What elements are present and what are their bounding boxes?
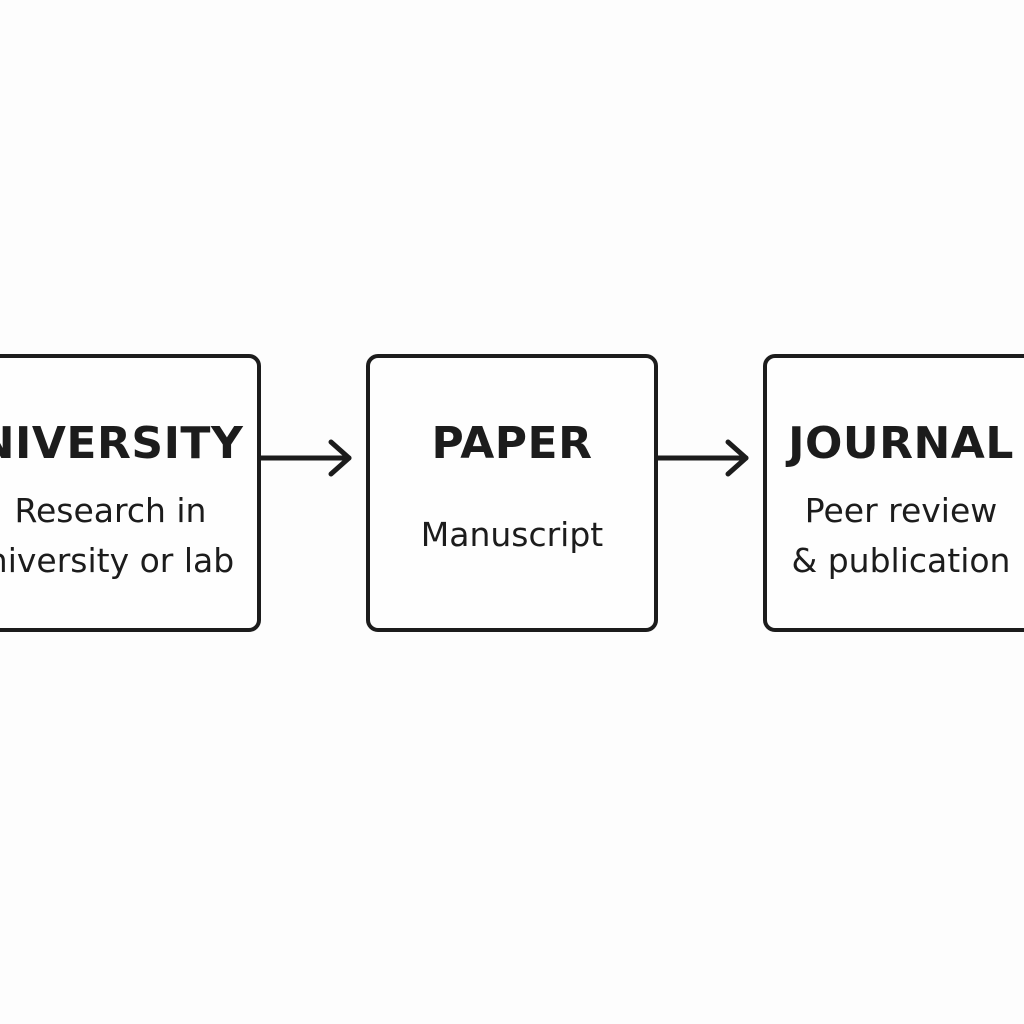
journal-node: JOURNAL Peer review & publication xyxy=(763,354,1024,632)
paper-node: PAPER Manuscript xyxy=(366,354,658,632)
university-description-line-1: Research in xyxy=(14,491,207,530)
university-title: NIVERSITY xyxy=(0,418,244,469)
university-description-line-2: niversity or lab xyxy=(0,541,235,580)
arrow-university-to-paper xyxy=(258,439,352,477)
journal-description-line-1: Peer review xyxy=(804,491,998,530)
university-node: NIVERSITY Research in niversity or lab xyxy=(0,354,261,632)
journal-description-line-2: & publication xyxy=(791,541,1011,580)
paper-description: Manuscript xyxy=(420,515,604,554)
arrow-paper-to-journal xyxy=(655,439,749,477)
paper-title: PAPER xyxy=(431,418,593,469)
university-description: Research in niversity or lab xyxy=(0,486,257,586)
journal-title: JOURNAL xyxy=(788,418,1014,469)
journal-description: Peer review & publication xyxy=(767,486,1024,586)
